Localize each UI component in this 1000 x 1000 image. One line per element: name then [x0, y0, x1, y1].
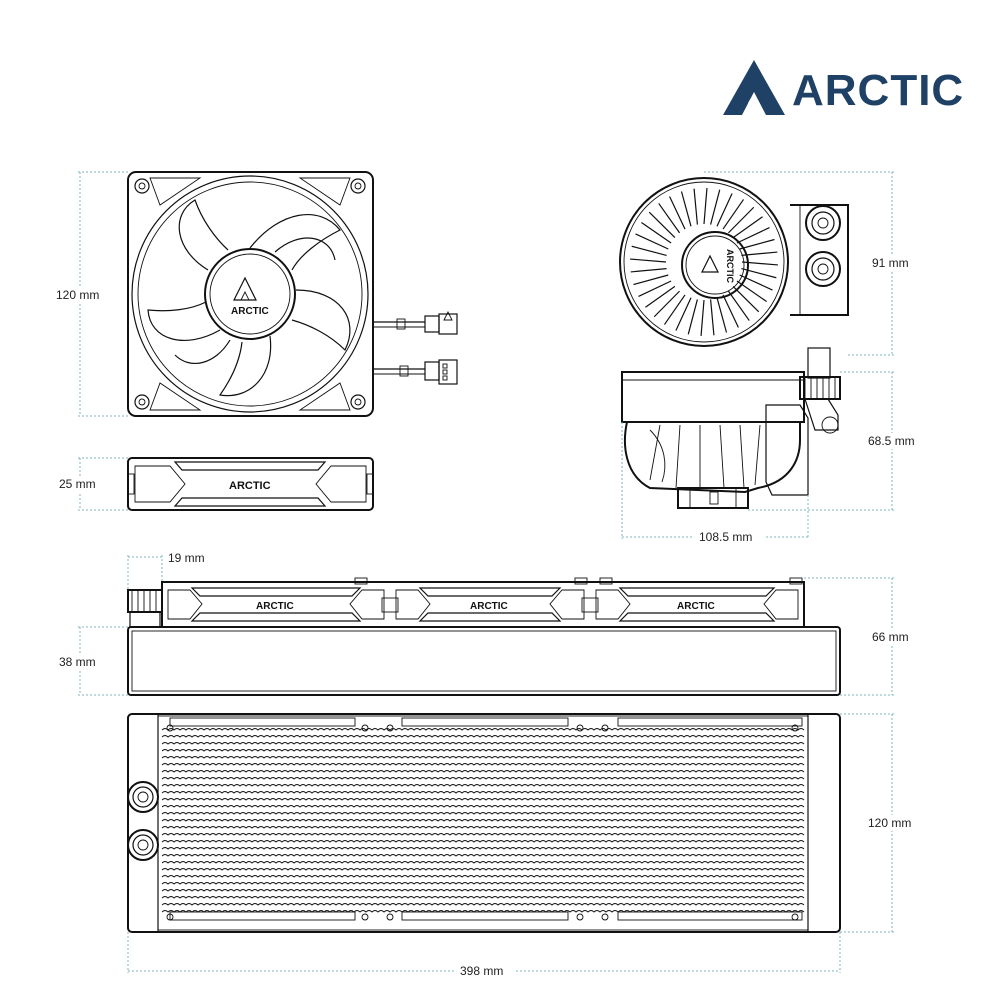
pump-width-label: 108.5 mm: [699, 530, 752, 544]
fan-front-view: ARCTIC: [127, 171, 458, 417]
dimension-labels: 120 mm 25 mm 91 mm 68.5 mm 108.5 mm 19 m…: [50, 255, 922, 979]
pump-cap-label: ARCTIC: [725, 249, 735, 283]
radiator-length-label: 398 mm: [460, 964, 503, 978]
fan-hub-label: ARCTIC: [231, 306, 269, 317]
pump-height-label: 91 mm: [872, 256, 909, 270]
brand-name: ARCTIC: [792, 66, 964, 115]
radiator-fan-label: ARCTIC: [677, 601, 715, 612]
total-thickness-label: 66 mm: [872, 630, 909, 644]
pump-top-view: ARCTIC: [619, 177, 849, 347]
fan-thickness-label: 25 mm: [59, 477, 96, 491]
radiator-width-label: 120 mm: [868, 816, 911, 830]
fan-side-label: ARCTIC: [229, 480, 271, 492]
fan-side-view: ARCTIC: [127, 457, 374, 511]
radiator-top-view: [127, 713, 841, 933]
pump-depth-label: 68.5 mm: [868, 434, 915, 448]
radiator-fan-label: ARCTIC: [470, 601, 508, 612]
fitting-offset-label: 19 mm: [168, 551, 205, 565]
radiator-thickness-label: 38 mm: [59, 655, 96, 669]
pump-side-view: [621, 347, 841, 509]
radiator-fan-label: ARCTIC: [256, 601, 294, 612]
radiator-side-view: ARCTIC ARCTIC ARCTIC: [127, 577, 841, 696]
dimension-guides: [78, 171, 894, 973]
arctic-logo: ARCTIC: [723, 60, 964, 115]
fan-height-label: 120 mm: [56, 288, 99, 302]
